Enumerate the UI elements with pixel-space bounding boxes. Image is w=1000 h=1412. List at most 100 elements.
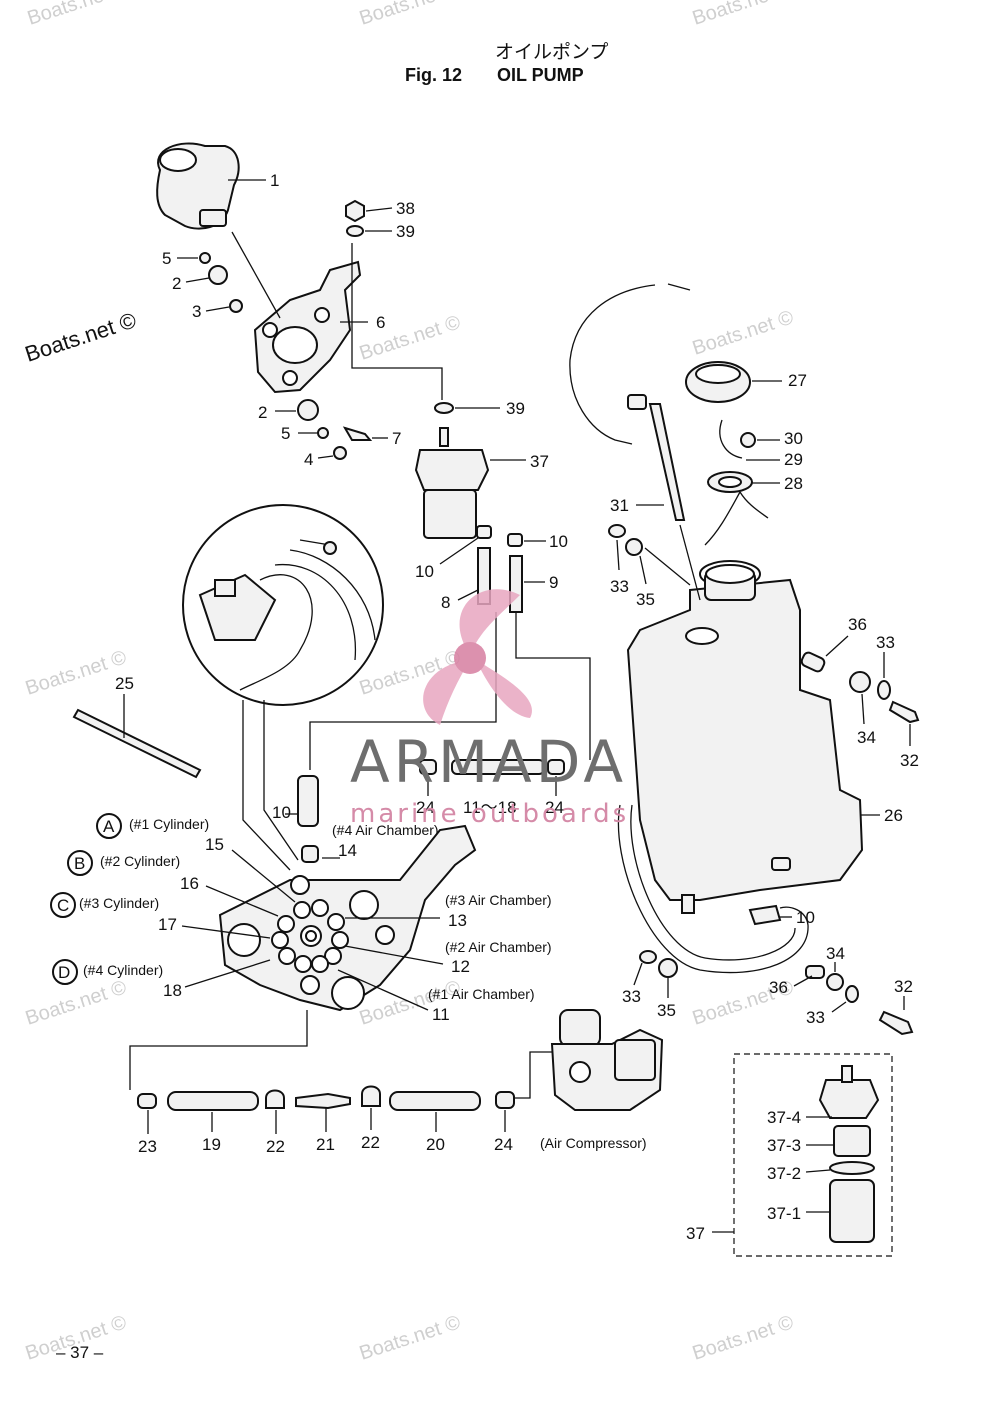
callout-11-18: 11～18 <box>463 798 517 817</box>
washer-5-lower <box>317 427 329 439</box>
callout-34-upper: 34 <box>857 728 876 747</box>
callout-23: 23 <box>138 1137 157 1156</box>
washer-39-middle <box>434 402 454 414</box>
cylinder-letter-a: A <box>103 817 115 836</box>
callout-11: 11 <box>432 1005 450 1024</box>
hoses-11-18 <box>451 759 545 775</box>
cylinder-letter-c: C <box>57 896 69 915</box>
callout-8: 8 <box>441 593 450 612</box>
callout-30: 30 <box>784 429 803 448</box>
callout-29: 29 <box>784 450 803 469</box>
strap-29 <box>719 419 743 459</box>
callout-24-left: 24 <box>416 798 435 817</box>
cylinder-label-2: (#2 Cylinder) <box>100 853 180 869</box>
callout-31: 31 <box>610 496 629 515</box>
callout-1: 1 <box>270 171 279 190</box>
callout-33-right: 33 <box>876 633 895 652</box>
cylinder-label-3: (#3 Cylinder) <box>79 895 159 911</box>
callout-37-main: 37 <box>530 452 549 471</box>
watermark-boats: Boats.net <box>25 0 113 30</box>
oil-tank-26 <box>626 560 864 914</box>
callout-9: 9 <box>549 573 558 592</box>
callout-10-filter-right: 10 <box>549 532 568 551</box>
callout-3: 3 <box>192 302 201 321</box>
propeller-logo-icon <box>423 589 532 725</box>
watermark-boats: Boats.net © <box>357 311 464 364</box>
note-air-chamber-3: (#3 Air Chamber) <box>445 892 552 908</box>
cylinder-letter-d: D <box>58 963 70 982</box>
cable-tie-25 <box>72 708 202 779</box>
brand-watermark: ARMADA marine outboards <box>350 589 627 829</box>
cap-23 <box>137 1093 157 1109</box>
hose-9 <box>509 555 523 613</box>
callout-37-2: 37-2 <box>767 1164 801 1183</box>
bolt-4 <box>333 446 347 460</box>
clamp-22-right <box>361 1085 381 1107</box>
cylinder-label-4: (#4 Cylinder) <box>83 962 163 978</box>
watermark-boats: Boats.net © <box>690 306 797 359</box>
callout-18: 18 <box>163 981 182 1000</box>
title-japanese: オイルポンプ <box>495 41 608 63</box>
callout-10-filter-left: 10 <box>415 562 434 581</box>
callout-26: 26 <box>884 806 903 825</box>
filter-exploded-parts <box>818 1065 880 1243</box>
callout-35-lower: 35 <box>657 1001 676 1020</box>
callout-10-tank: 10 <box>796 908 815 927</box>
collar-36-lower <box>805 965 825 979</box>
callout-4: 4 <box>304 450 313 469</box>
clip-24-left <box>419 759 437 775</box>
callout-37-1: 37-1 <box>767 1204 801 1223</box>
callout-20: 20 <box>426 1135 445 1154</box>
bolt-32-upper <box>888 700 920 724</box>
washer-33-lower-right <box>845 985 859 1003</box>
callout-13: 13 <box>448 911 467 930</box>
washer-33-lower-left <box>639 950 657 964</box>
callout-19: 19 <box>202 1135 221 1154</box>
callout-38: 38 <box>396 199 415 218</box>
oil-pump-body <box>156 142 266 230</box>
callout-37-3: 37-3 <box>767 1136 801 1155</box>
grommet-34-lower <box>826 973 844 991</box>
grommet-35-lower <box>658 958 678 978</box>
page-number: – 37 – <box>56 1343 104 1362</box>
clamp-22-left <box>265 1089 285 1109</box>
clip-10-right <box>507 533 523 547</box>
washer-5 <box>199 252 211 264</box>
air-compressor <box>550 1009 664 1111</box>
washer-39 <box>346 225 364 237</box>
hose-10-mid <box>297 775 319 827</box>
bottom-hose-assembly <box>137 1085 515 1111</box>
watermark-boats: Boats.net © <box>23 646 130 699</box>
watermark-boats: Boats.net <box>357 0 445 30</box>
collar-36-upper <box>800 651 826 673</box>
callout-24-bottom: 24 <box>494 1135 513 1154</box>
callout-22-right: 22 <box>361 1133 380 1152</box>
bolt-7 <box>342 426 373 441</box>
hose-19 <box>167 1091 259 1111</box>
clip-30 <box>740 432 756 448</box>
callout-2-top: 2 <box>172 274 181 293</box>
callout-15: 15 <box>205 835 224 854</box>
callout-24-right: 24 <box>545 798 564 817</box>
brand-name: ARMADA <box>350 728 627 796</box>
clamp-10-tank <box>748 904 782 926</box>
note-air-compressor: (Air Compressor) <box>540 1135 647 1151</box>
watermark-boats-strong: Boats.net © <box>22 307 139 366</box>
callout-28: 28 <box>784 474 803 493</box>
note-air-chamber-1: (#1 Air Chamber) <box>428 986 535 1002</box>
collar-3 <box>229 299 243 313</box>
grommet-34-upper <box>849 671 871 693</box>
callout-35-upper: 35 <box>636 590 655 609</box>
grommet-2 <box>208 265 228 285</box>
callout-33-upper: 33 <box>610 577 629 596</box>
callout-22-left: 22 <box>266 1137 285 1156</box>
figure-number: Fig. 12 <box>405 65 462 85</box>
level-sensor-31-cap <box>627 394 647 410</box>
callout-33-lower-right: 33 <box>806 1008 825 1027</box>
callout-39-middle: 39 <box>506 399 525 418</box>
callout-10-mid: 10 <box>272 803 291 822</box>
callout-36-lower: 36 <box>769 978 788 997</box>
note-air-chamber-4: (#4 Air Chamber) <box>332 822 439 838</box>
cylinder-label-1: (#1 Cylinder) <box>129 816 209 832</box>
